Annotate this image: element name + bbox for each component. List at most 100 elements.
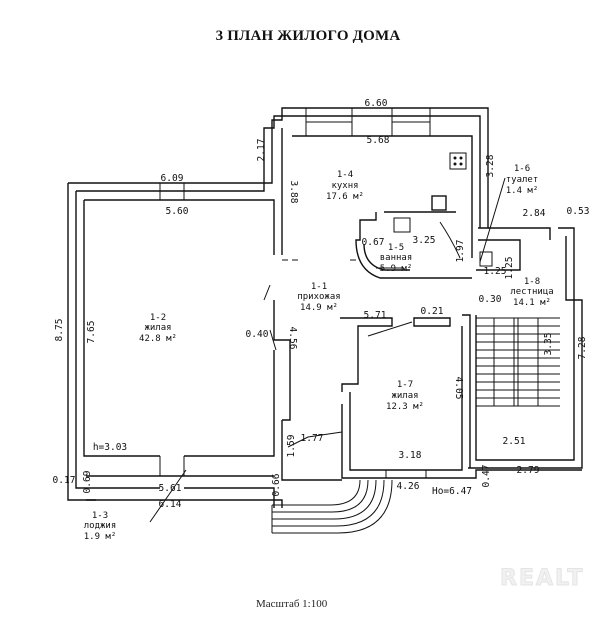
svg-text:3.28: 3.28	[485, 154, 496, 177]
leader-021	[367, 321, 413, 337]
outer-wall-left-inner	[75, 191, 96, 489]
stair-outer-right	[468, 227, 583, 469]
living-inner-top	[84, 199, 275, 255]
svg-text:7.65: 7.65	[86, 321, 97, 344]
svg-text:42.8 м²: 42.8 м²	[139, 334, 177, 344]
svg-text:14.1 м²: 14.1 м²	[513, 298, 551, 308]
leader-toilet	[479, 177, 506, 263]
walls	[67, 107, 583, 534]
outer-wall-top-inner	[76, 115, 481, 228]
stair-inner-right	[475, 236, 575, 461]
room-label-1-4: 1-4 кухня 17.6 м²	[326, 170, 364, 202]
svg-text:1-1: 1-1	[311, 282, 327, 292]
room-label-1-1: 1-1 прихожая 14.9 м²	[297, 282, 340, 313]
svg-text:1.25: 1.25	[504, 257, 515, 280]
svg-text:5.9 м²: 5.9 м²	[380, 264, 413, 274]
svg-text:3.35: 3.35	[543, 333, 554, 356]
svg-text:0.17: 0.17	[53, 475, 76, 486]
window-living-bottom	[159, 456, 185, 476]
room-label-1-7: 1-7 жилая 12.3 м²	[386, 380, 424, 412]
svg-text:6.60: 6.60	[365, 98, 388, 109]
svg-text:4.56: 4.56	[287, 327, 298, 350]
dim-177	[287, 431, 343, 448]
svg-text:1.97: 1.97	[455, 240, 466, 263]
toilet-box	[476, 239, 521, 271]
window-living-top	[159, 183, 185, 200]
svg-text:14.9 м²: 14.9 м²	[300, 303, 338, 313]
svg-text:1-8: 1-8	[524, 277, 540, 287]
svg-text:3.88: 3.88	[288, 181, 299, 204]
washbasin	[393, 217, 411, 233]
svg-text:17.6 м²: 17.6 м²	[326, 192, 364, 202]
svg-text:лоджия: лоджия	[84, 521, 117, 531]
svg-text:1-6: 1-6	[514, 164, 530, 174]
svg-text:0.69: 0.69	[82, 470, 93, 493]
svg-text:1.59: 1.59	[286, 434, 297, 457]
south-wall-right	[470, 469, 582, 479]
living-inner-bottom	[184, 350, 275, 457]
stove-icon	[449, 152, 467, 170]
stair-inner-left	[462, 314, 471, 468]
ceiling-height: h=3.03	[93, 442, 127, 453]
svg-text:6.09: 6.09	[161, 173, 184, 184]
scale-label: Масштаб 1:100	[256, 598, 328, 610]
svg-text:2.79: 2.79	[517, 465, 540, 476]
svg-text:ванная: ванная	[380, 253, 413, 263]
svg-text:прихожая: прихожая	[297, 292, 340, 302]
svg-text:1-7: 1-7	[397, 380, 413, 390]
room17-top	[340, 317, 393, 392]
svg-text:4.05: 4.05	[453, 377, 464, 400]
svg-text:3.25: 3.25	[413, 235, 436, 246]
mark-height: Но=6.47	[432, 486, 472, 497]
outer-wall-top	[68, 107, 489, 229]
svg-text:0.40: 0.40	[246, 329, 269, 340]
loggia-bottom	[86, 499, 283, 508]
room-label-1-3: 1-3 лоджия 1.9 м²	[84, 511, 117, 542]
window-kitchen-1	[305, 108, 353, 136]
toilet-wall	[488, 227, 551, 240]
svg-text:5.60: 5.60	[166, 206, 189, 217]
room17-outer	[341, 404, 470, 479]
stair-treads	[476, 317, 560, 407]
svg-text:туалет: туалет	[506, 175, 539, 185]
room-label-1-2: 1-2 жилая 42.8 м²	[139, 313, 177, 344]
window-kitchen-2	[391, 108, 431, 136]
svg-text:1-4: 1-4	[337, 170, 353, 180]
svg-text:3.18: 3.18	[399, 450, 422, 461]
room17-stub	[413, 317, 451, 327]
svg-text:лестница: лестница	[510, 287, 553, 297]
room17-inner	[349, 326, 463, 471]
svg-text:жилая: жилая	[144, 323, 171, 333]
watermark: REALT	[499, 566, 585, 592]
bathroom-wall	[355, 212, 472, 279]
bathroom-curve	[363, 243, 410, 271]
room-label-1-5: 1-5 ванная 5.9 м²	[380, 243, 413, 274]
svg-text:7.28: 7.28	[577, 336, 588, 359]
loggia-top	[96, 487, 275, 508]
living-inner-left	[83, 200, 160, 457]
svg-text:1-2: 1-2	[150, 313, 166, 323]
chimney	[431, 195, 447, 211]
svg-text:1.77: 1.77	[301, 433, 324, 444]
svg-text:кухня: кухня	[331, 181, 358, 191]
plan-title: 3 ПЛАН ЖИЛОГО ДОМА	[215, 28, 401, 44]
svg-text:2.17: 2.17	[256, 139, 267, 162]
svg-text:2.51: 2.51	[503, 436, 526, 447]
hall-bottom	[281, 420, 342, 481]
svg-text:0.66: 0.66	[271, 473, 282, 496]
bathroom-door-swing	[439, 221, 461, 259]
svg-text:1.9 м²: 1.9 м²	[84, 532, 117, 542]
svg-text:0.67: 0.67	[362, 237, 385, 248]
svg-text:12.3 м²: 12.3 м²	[386, 402, 424, 412]
svg-text:1-5: 1-5	[388, 243, 404, 253]
room-label-1-6: 1-6 туалет 1.4 м²	[506, 164, 539, 196]
dimension-labels: 6.60 5.68 2.17 3.88 3.28 6.09 5.60 8.75 …	[53, 98, 590, 510]
window-room17	[385, 470, 427, 478]
entry-steps	[271, 479, 393, 534]
svg-text:2.84: 2.84	[523, 208, 546, 219]
svg-text:5.61: 5.61	[159, 483, 182, 494]
svg-text:1-3: 1-3	[92, 511, 108, 521]
svg-text:жилая: жилая	[391, 391, 418, 401]
svg-text:4.26: 4.26	[397, 481, 420, 492]
